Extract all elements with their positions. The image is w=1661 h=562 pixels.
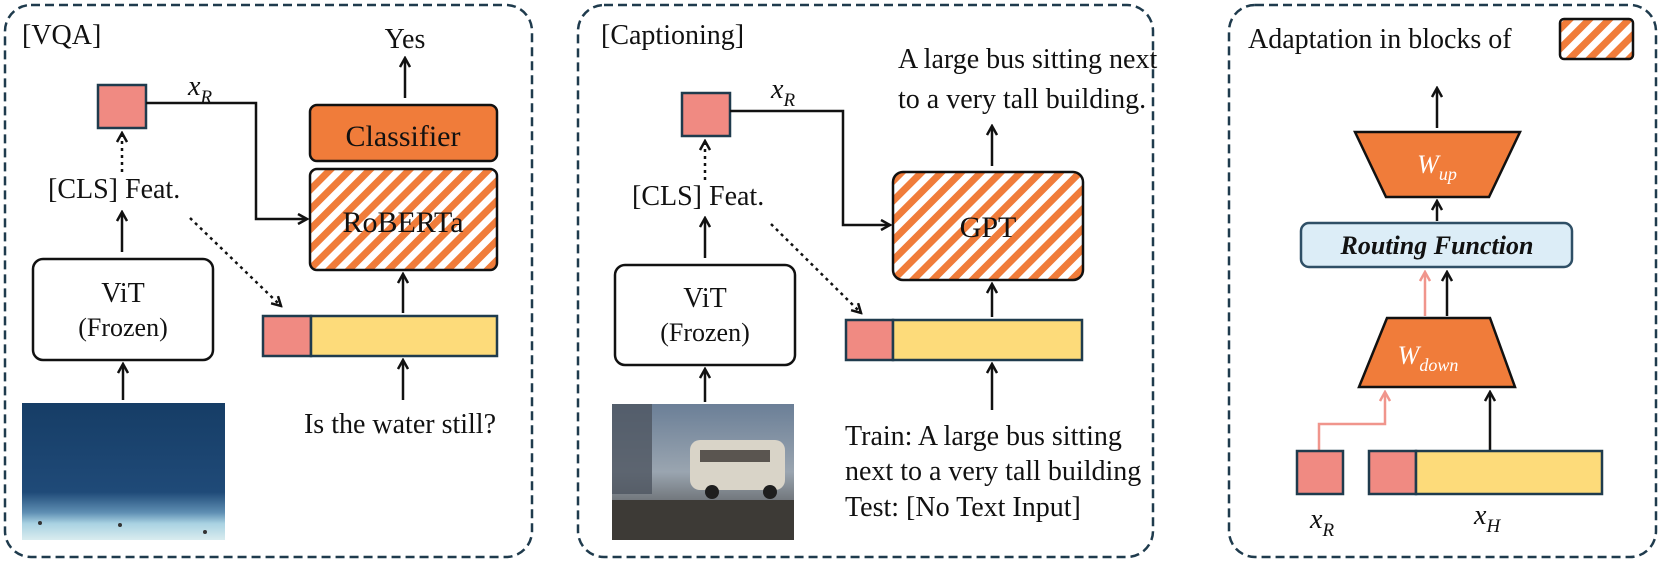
seq-text-tokens [309,314,499,358]
cap-vit-box [613,263,797,367]
classifier-box [308,103,499,163]
vqa-panel-border [3,3,534,559]
cap-cls-diagonal-arrow [770,223,861,313]
cap-xr-label: xR [770,74,795,111]
gpt-box [891,170,1085,282]
gpt-label: GPT [960,211,1017,244]
w-up-label: Wup [1417,150,1457,184]
caption-output-line1: A large bus sitting next [898,44,1157,75]
cap-vit-label: ViT [683,283,726,314]
seq-token-pink [261,314,313,358]
adapter-xh-label: xH [1473,500,1501,537]
captioning-panel: [Captioning] A large bus sitting next to… [576,3,1157,559]
vqa-answer: Yes [385,24,426,55]
cap-train-line2: next to a very tall building [845,456,1141,487]
routing-function-label: Routing Function [1340,231,1534,260]
cap-seq-text-tokens [891,318,1084,362]
hatch-legend-swatch [1558,17,1635,61]
cap-train-line1: Train: A large bus sitting [845,421,1122,452]
captioning-panel-border [576,3,1155,559]
vit-label: ViT [101,278,144,309]
adapter-panel-border [1227,3,1658,559]
vit-frozen-label: (Frozen) [78,313,168,342]
adapter-xr-label: xR [1309,504,1334,541]
bus-photo [612,404,794,540]
vqa-panel: [VQA] Yes Classifier RoBERTa xR [CLS] Fe… [3,3,534,559]
vqa-question: Is the water still? [304,409,496,440]
roberta-label: RoBERTa [342,206,463,239]
cls-token [96,83,148,130]
adapter-panel: Adaptation in blocks of Wup Routing Func… [1227,3,1658,559]
w-down-label: Wdown [1398,341,1459,375]
vit-box [31,257,215,362]
adapter-xh-token-pink [1367,449,1418,496]
routing-function-box [1299,221,1574,269]
vqa-tag: [VQA] [22,20,101,51]
cap-vit-frozen-label: (Frozen) [660,318,750,347]
cap-cls-token [680,91,732,138]
cap-xr-connector [730,109,890,225]
adapter-title: Adaptation in blocks of [1248,24,1512,55]
caption-output-line2: to a very tall building. [898,84,1146,115]
classifier-label: Classifier [346,120,461,153]
xr-connector [146,101,307,219]
cap-seq-token-pink [844,318,895,362]
ocean-photo [22,403,225,540]
cap-cls-feat-label: [CLS] Feat. [632,181,764,212]
w-down-block [1357,316,1517,389]
cls-feat-label: [CLS] Feat. [48,174,180,205]
cap-test-line: Test: [No Text Input] [845,492,1081,523]
xr-to-wdown-pink-arrow [1317,392,1385,450]
roberta-box [308,167,499,272]
adapter-xh-tokens [1414,449,1604,496]
w-up-block [1353,130,1522,199]
captioning-tag: [Captioning] [601,20,744,51]
adapter-xr-token [1295,449,1345,496]
cls-diagonal-arrow [189,217,281,306]
